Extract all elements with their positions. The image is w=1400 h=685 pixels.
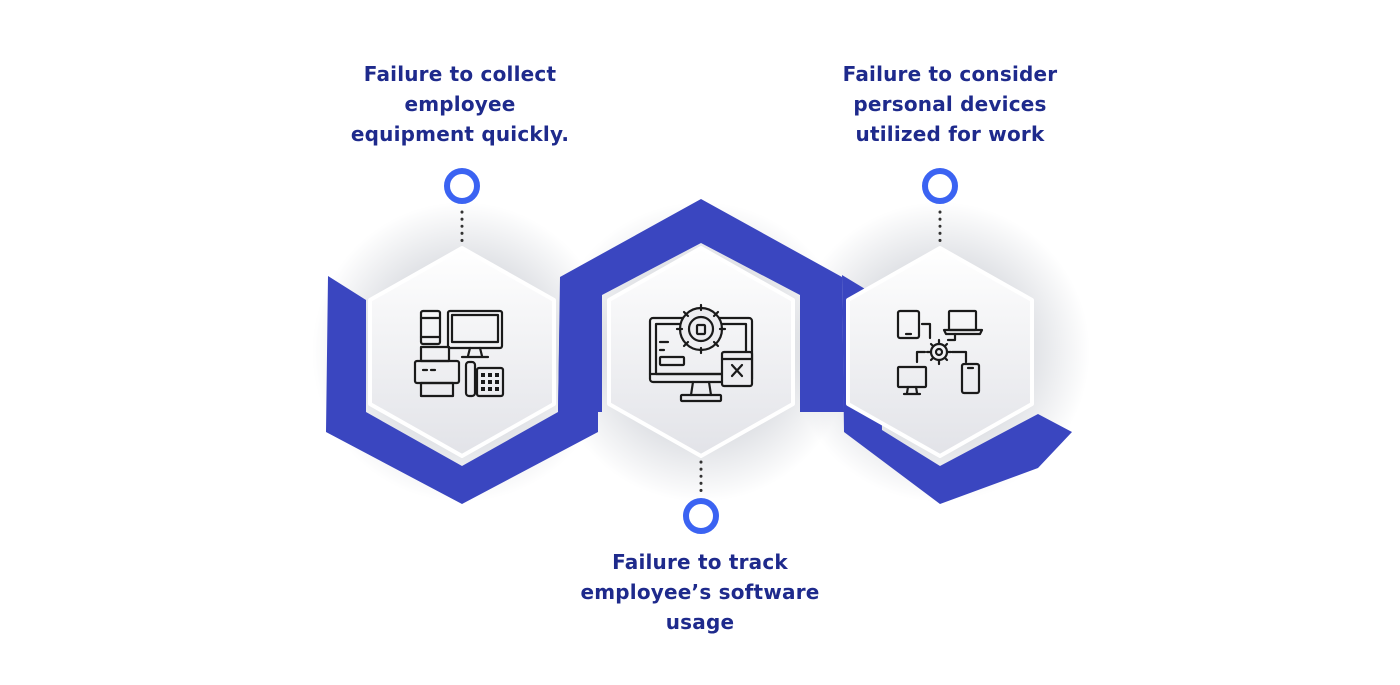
ring-marker-1 <box>444 168 480 204</box>
serpentine-path <box>326 199 1072 504</box>
step-label-personal-devices: Failure to consider personal devices uti… <box>842 62 1058 146</box>
hexagon-1 <box>368 246 556 458</box>
path-right-cup <box>842 275 1072 504</box>
path-left-cup <box>326 276 598 504</box>
connector-3 <box>922 168 958 246</box>
hexagon-3 <box>846 246 1034 458</box>
software-settings-monitor-icon <box>648 303 754 403</box>
step-label-collect-equipment: Failure to collect employee equipment qu… <box>350 62 570 146</box>
personal-devices-network-icon <box>896 309 984 396</box>
ring-marker-3 <box>922 168 958 204</box>
path-middle-arch <box>558 199 844 412</box>
ring-marker-2 <box>683 498 719 534</box>
office-equipment-icon <box>413 309 505 398</box>
connector-1 <box>444 168 480 246</box>
step-label-software-usage: Failure to track employee’s software usa… <box>580 550 820 634</box>
connector-2 <box>683 460 719 534</box>
